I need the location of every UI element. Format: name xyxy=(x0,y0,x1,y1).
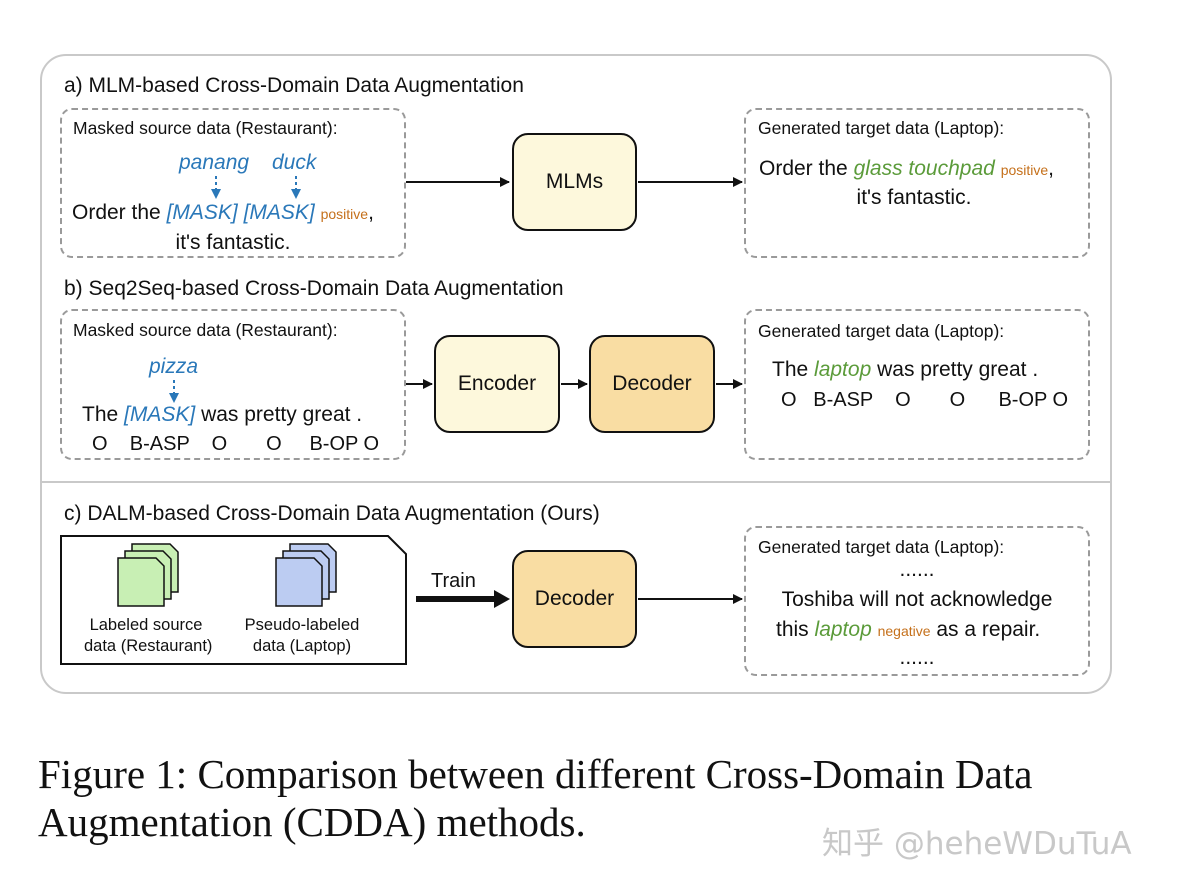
b-sentence-prefix: The xyxy=(82,403,119,426)
pseudo-labeled-doc-icon xyxy=(275,543,337,607)
mlm-node-label: MLMs xyxy=(545,170,604,193)
section-b-source-tags: O B-ASP O O B-OP O xyxy=(92,433,380,455)
section-b-source-sentence: The [MASK] was pretty great . xyxy=(82,403,362,427)
b-sentence-suffix: was pretty great . xyxy=(201,403,363,426)
section-b-source-label: Masked source data (Restaurant): xyxy=(73,320,338,340)
pseudo-labeled-label: Pseudo-labeled data (Laptop) xyxy=(240,615,364,657)
section-a-target-box xyxy=(744,108,1090,258)
sentence-prefix: Order the xyxy=(72,201,161,224)
section-b-target-label: Generated target data (Laptop): xyxy=(758,321,1005,341)
target-aspect: glass touchpad xyxy=(853,157,995,180)
mlm-node: MLMs xyxy=(512,133,637,231)
b-mask-token: [MASK] xyxy=(124,403,196,426)
decoder-node-c: Decoder xyxy=(512,550,637,648)
decoder-c-label: Decoder xyxy=(534,587,615,610)
caption-line1: Comparison between different Cross-Domai… xyxy=(197,751,1033,797)
section-c-line1: Toshiba will not acknowledge xyxy=(781,588,1053,611)
c-aspect: laptop xyxy=(814,618,872,641)
pseudo-labeled-line1: Pseudo-labeled xyxy=(244,616,360,634)
decoder-b-label: Decoder xyxy=(612,372,692,395)
pseudo-labeled-line2: data (Laptop) xyxy=(252,637,352,655)
labeled-source-line1: Labeled source xyxy=(89,616,203,634)
section-b-target-tags: O B-ASP O O B-OP O xyxy=(781,389,1069,411)
b-target-suffix: was pretty great . xyxy=(877,358,1039,381)
section-divider xyxy=(42,481,1110,483)
b-target-aspect: laptop xyxy=(814,358,872,381)
section-c-line2: this laptop negative as a repair. xyxy=(776,618,1040,642)
figure-caption: Figure 1: Comparison between different C… xyxy=(38,750,1032,846)
b-target-prefix: The xyxy=(772,358,809,381)
section-a-source-line2: it's fantastic. xyxy=(175,231,291,254)
section-a-target-sentence: Order the glass touchpad positive, xyxy=(759,157,1054,181)
section-b-target-sentence: The laptop was pretty great . xyxy=(772,358,1038,382)
target-comma: , xyxy=(1048,157,1054,180)
labeled-source-label: Labeled source data (Restaurant) xyxy=(84,615,213,657)
labeled-source-line2: data (Restaurant) xyxy=(84,637,213,655)
figure-label: Figure 1: xyxy=(38,751,188,797)
section-c-target-box xyxy=(744,526,1090,676)
section-c-target-label: Generated target data (Laptop): xyxy=(758,537,1005,557)
section-a-source-box xyxy=(60,108,406,258)
c-line2-suffix: as a repair. xyxy=(936,618,1041,641)
decoder-node-b: Decoder xyxy=(589,335,715,433)
section-a-source-sentence: Order the [MASK] [MASK] positive, xyxy=(72,201,374,225)
labeled-source-doc-icon xyxy=(117,543,179,607)
target-prefix: Order the xyxy=(759,157,848,180)
section-c-title: c) DALM-based Cross-Domain Data Augmenta… xyxy=(64,502,600,525)
mask-tokens: [MASK] [MASK] xyxy=(166,201,315,224)
section-b-target-box xyxy=(744,309,1090,460)
figure-frame xyxy=(40,54,1112,694)
section-a-source-label: Masked source data (Restaurant): xyxy=(73,118,338,138)
ellipsis-top: ...... xyxy=(899,558,935,581)
target-sentiment: positive xyxy=(1000,162,1049,178)
section-b-source-box xyxy=(60,309,406,460)
caption-line2: Augmentation (CDDA) methods. xyxy=(38,799,586,845)
comma: , xyxy=(368,201,374,224)
encoder-label: Encoder xyxy=(457,372,537,395)
c-sentiment: negative xyxy=(877,623,931,639)
section-b-title: b) Seq2Seq-based Cross-Domain Data Augme… xyxy=(64,277,564,300)
ellipsis-bottom: ...... xyxy=(899,646,935,669)
section-a-target-line2: it's fantastic. xyxy=(856,186,972,209)
fill-word-pizza: pizza xyxy=(149,355,199,378)
encoder-node: Encoder xyxy=(434,335,560,433)
train-label: Train xyxy=(431,570,476,592)
train-arrow-head xyxy=(494,590,510,608)
fill-word-duck: duck xyxy=(272,151,317,174)
sentiment-label: positive xyxy=(320,206,369,222)
watermark: 知乎 @heheWDuTuA xyxy=(822,826,1132,862)
fill-word-panang: panang xyxy=(179,151,250,174)
section-a-title: a) MLM-based Cross-Domain Data Augmentat… xyxy=(64,74,524,97)
section-a-target-label: Generated target data (Laptop): xyxy=(758,118,1005,138)
c-line2-prefix: this xyxy=(776,618,809,641)
